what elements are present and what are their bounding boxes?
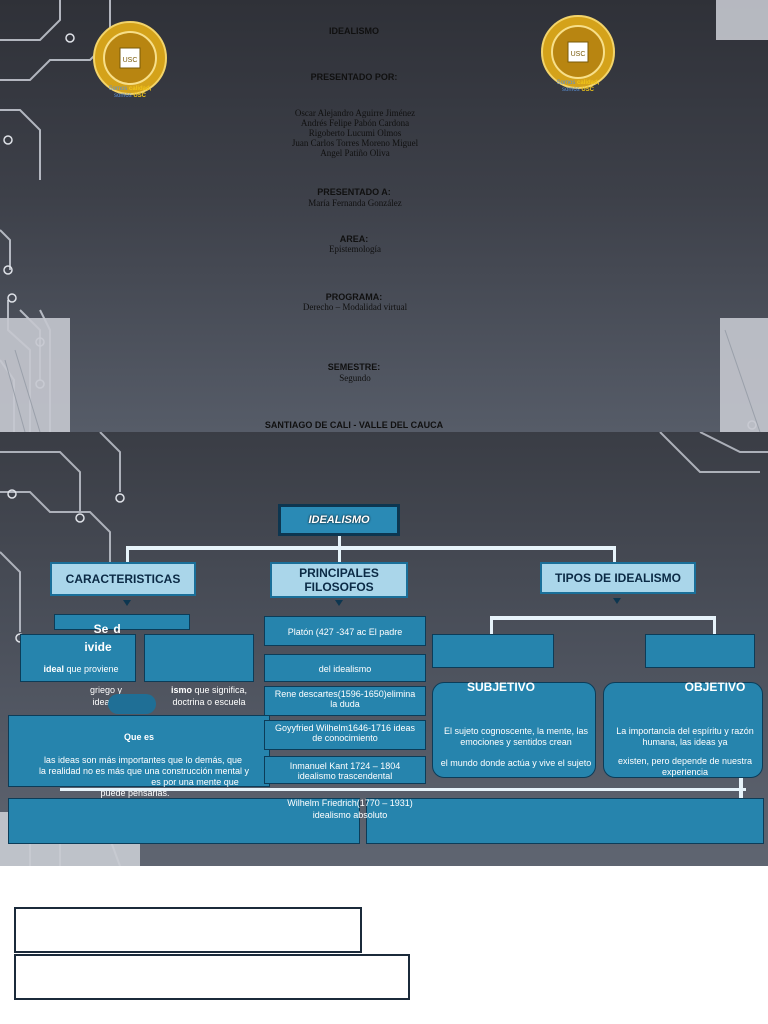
area-value: Epistemología xyxy=(329,244,381,254)
presented-to-label: PRESENTADO A: xyxy=(317,187,391,197)
presented-to-name: María Fernanda González xyxy=(308,198,402,208)
connector xyxy=(126,546,129,564)
author-5: Angel Patiño Oliva xyxy=(320,148,390,158)
etymology-doctrine: doctrina o escuela xyxy=(172,697,246,707)
cover-slide: USC Somos calidad,somos USC USC Somos ca… xyxy=(0,0,768,432)
connector xyxy=(60,788,746,791)
philosopher-item-8: idealismo absoluto xyxy=(312,810,388,820)
philosopher-item-4: Goyyfried Wilhelm1646-1716 ideas de cono… xyxy=(264,720,426,750)
tagline-right: Somos calidad,somos USC xyxy=(556,80,600,93)
divide-text-1: Se xyxy=(93,622,109,636)
subjective-text-1: El sujeto cognoscente, la mente, las emo… xyxy=(443,726,589,747)
arrow-down-icon xyxy=(123,600,131,606)
definition-line-3: es por una mente que xyxy=(151,777,239,787)
definition-bar xyxy=(54,614,190,630)
connector xyxy=(338,546,341,564)
university-seal-left-icon: USC xyxy=(93,21,167,95)
philosophers-heading: PRINCIPALES FILOSOFOS xyxy=(270,562,408,598)
empty-text-box-1 xyxy=(14,907,362,953)
definition-line-4: puede pensarlas. xyxy=(100,788,170,798)
author-list: Oscar Alejandro Aguirre Jiménez Andrés F… xyxy=(230,108,480,158)
subjective-text-2: el mundo donde actúa y vive el sujeto xyxy=(440,758,592,768)
objective-text-2: existen, pero depende de nuestra experie… xyxy=(617,756,753,777)
objective-tag-box xyxy=(645,634,755,668)
subjective-box xyxy=(432,682,596,778)
definition-line-2: la realidad no es más que una construcci… xyxy=(38,766,250,776)
bottom-bar-left xyxy=(8,798,360,844)
author-1: Oscar Alejandro Aguirre Jiménez xyxy=(294,108,416,118)
philosopher-item-5: Inmanuel Kant 1724 – 1804 xyxy=(289,761,401,771)
etymology-idea: idea xyxy=(92,697,110,707)
connector xyxy=(613,546,616,564)
author-2: Andrés Felipe Pabón Cardona xyxy=(300,118,410,128)
tagline-left: Somos calidad,somos USC xyxy=(108,86,152,99)
subjective-title: SUBJETIVO xyxy=(466,680,535,694)
que-es-label: Que es xyxy=(123,732,154,742)
svg-text:USC: USC xyxy=(123,57,138,64)
etymology-ideal: ideal que proviene xyxy=(43,664,119,674)
circuit-decoration-icon xyxy=(0,0,768,432)
etymology-ismo: ismo que significa, xyxy=(170,685,248,695)
program-label: PROGRAMA: xyxy=(325,292,383,302)
connector xyxy=(739,778,743,800)
etymology-box-right xyxy=(144,634,254,682)
connector xyxy=(338,534,341,548)
definition-line-1: las ideas son más importantes que lo dem… xyxy=(43,755,243,765)
semester-value: Segundo xyxy=(339,373,371,383)
link-pill xyxy=(108,694,156,714)
divide-text-2: d xyxy=(113,622,121,636)
connector xyxy=(126,546,616,550)
etymology-box-left xyxy=(20,634,136,682)
empty-text-box-2 xyxy=(14,954,410,1000)
area-label: AREA: xyxy=(339,234,369,244)
arrow-down-icon xyxy=(335,600,343,606)
connector xyxy=(490,616,716,620)
characteristics-heading: CARACTERISTICAS xyxy=(50,562,196,596)
etymology-greek: griego y xyxy=(89,685,123,695)
divide-text-3: ivide xyxy=(84,640,112,654)
map-title-box: IDEALISMO xyxy=(278,504,400,536)
svg-text:USC: USC xyxy=(571,51,586,58)
subjective-tag-box xyxy=(432,634,554,668)
arrow-down-icon xyxy=(613,598,621,604)
author-3: Rigoberto Lucumi Olmos xyxy=(308,128,402,138)
presented-by-label: PRESENTADO POR: xyxy=(310,72,398,82)
philosopher-item-1: Platón (427 -347 ac El padre xyxy=(264,616,426,646)
philosopher-item-7: Wilhelm Friedrich(1770 – 1931) xyxy=(287,798,413,808)
philosopher-item-3: Rene descartes(1596-1650)elimina la duda xyxy=(264,686,426,716)
city-line: SANTIAGO DE CALI - VALLE DEL CAUCA xyxy=(264,420,444,430)
connector xyxy=(490,616,493,634)
bottom-bar-right xyxy=(366,798,764,844)
semester-label: SEMESTRE: xyxy=(327,362,381,372)
philosopher-kant-box: Inmanuel Kant 1724 – 1804 idealismo tras… xyxy=(264,756,426,784)
author-4: Juan Carlos Torres Moreno Miguel xyxy=(291,138,419,148)
objective-text-1: La importancia del espíritu y razón huma… xyxy=(616,726,754,747)
connector xyxy=(713,616,716,634)
concept-map-slide: IDEALISMO CARACTERISTICAS Se d ivide ide… xyxy=(0,432,768,866)
objective-title: OBJETIVO xyxy=(684,680,746,694)
philosopher-item-2: del idealismo xyxy=(264,654,426,682)
objective-box xyxy=(603,682,763,778)
cover-title: IDEALISMO xyxy=(328,26,379,36)
university-seal-right-icon: USC xyxy=(541,15,615,89)
program-value: Derecho – Modalidad virtual xyxy=(302,302,408,312)
definition-box xyxy=(8,715,270,787)
types-heading: TIPOS DE IDEALISMO xyxy=(540,562,696,594)
philosopher-item-6: idealismo trascendental xyxy=(297,771,393,781)
